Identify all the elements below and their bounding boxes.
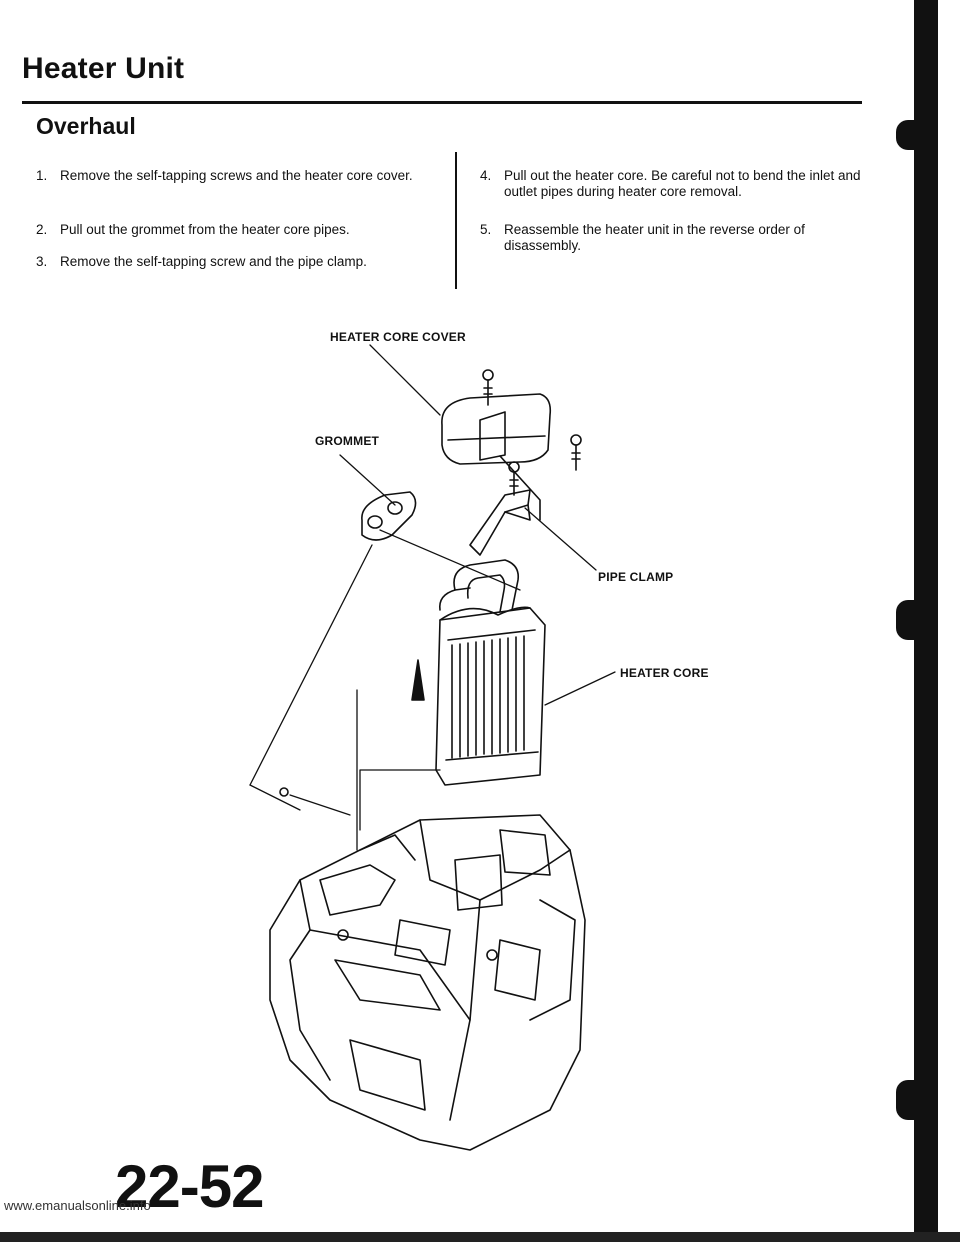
step-1: 1. Remove the self-tapping screws and th…: [36, 168, 436, 184]
bottom-scan-strip: [0, 1232, 960, 1242]
binding-tab-mark: [896, 120, 918, 150]
callout-heater-core-cover: HEATER CORE COVER: [330, 330, 466, 344]
binding-tab-mark: [896, 1080, 918, 1120]
footer-url[interactable]: www.emanualsonline.info: [4, 1198, 151, 1213]
step-number: 4.: [480, 168, 492, 183]
column-divider: [455, 152, 457, 289]
step-text: Pull out the heater core. Be careful not…: [504, 168, 861, 199]
page-number: 22-52: [115, 1153, 264, 1220]
heater-core-cover-illustration: [441, 393, 552, 521]
step-number: 3.: [36, 254, 48, 269]
step-number: 2.: [36, 222, 48, 237]
step-5: 5. Reassemble the heater unit in the rev…: [480, 222, 865, 254]
callout-pipe-clamp: PIPE CLAMP: [598, 570, 674, 584]
step-2: 2. Pull out the grommet from the heater …: [36, 222, 436, 238]
removal-arrow-icon: [411, 659, 425, 701]
step-text: Pull out the grommet from the heater cor…: [60, 222, 350, 237]
page-title: Heater Unit: [22, 52, 185, 85]
pipe-clamp-illustration: [469, 489, 531, 556]
step-number: 1.: [36, 168, 48, 183]
step-text: Remove the self-tapping screw and the pi…: [60, 254, 367, 269]
grommet-illustration: [361, 491, 417, 541]
callout-heater-core: HEATER CORE: [620, 666, 709, 680]
section-title: Overhaul: [36, 113, 136, 139]
binding-edge-bar: [914, 0, 938, 1242]
step-number: 5.: [480, 222, 492, 237]
screw-icon: [482, 369, 494, 406]
callout-grommet: GROMMET: [315, 434, 380, 448]
heater-core-illustration: [435, 606, 546, 786]
step-text: Remove the self-tapping screws and the h…: [60, 168, 413, 183]
step-3: 3. Remove the self-tapping screw and the…: [36, 254, 436, 270]
heater-unit-housing-illustration: [269, 787, 586, 1151]
step-text: Reassemble the heater unit in the revers…: [504, 222, 805, 253]
leader-lines: [249, 344, 616, 851]
step-4: 4. Pull out the heater core. Be careful …: [480, 168, 865, 200]
screw-icon: [570, 434, 582, 471]
binding-tab-mark: [896, 600, 918, 640]
heater-core-pipes-illustration: [438, 559, 520, 613]
title-rule: [22, 101, 862, 104]
